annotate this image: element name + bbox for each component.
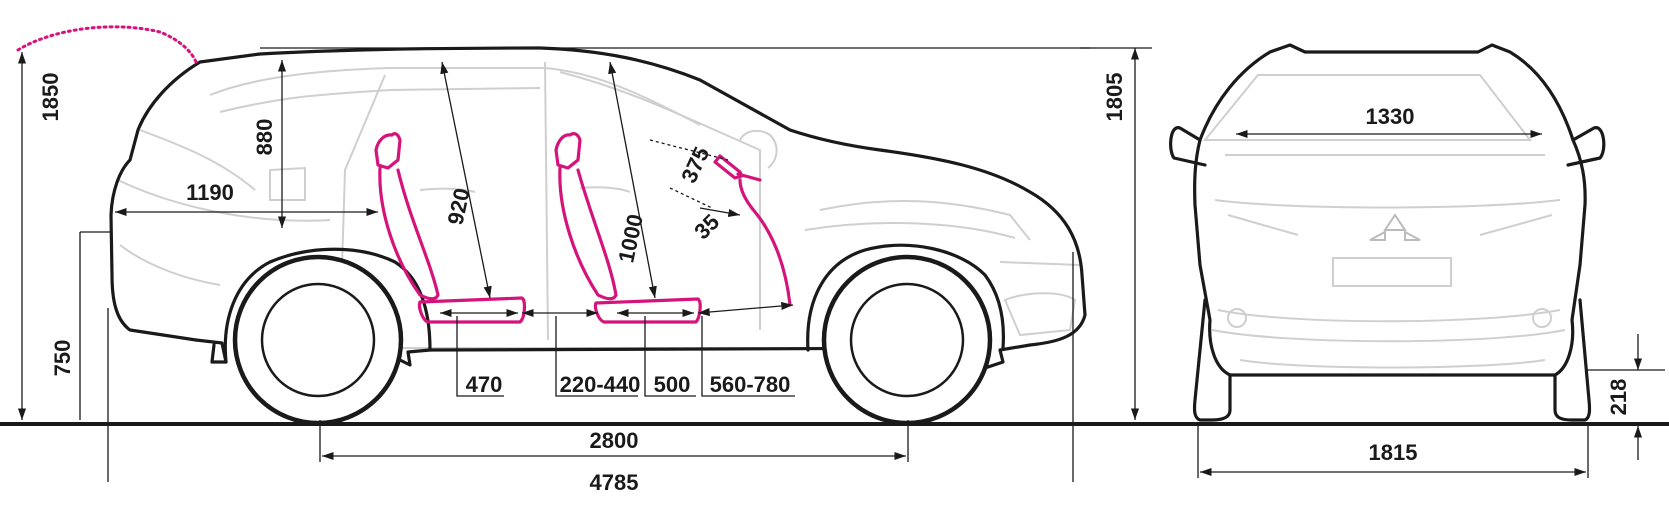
load-height-label: 750	[50, 340, 75, 377]
front-view: 1330 1815 218	[1169, 43, 1665, 478]
wheelbase-label: 2800	[590, 428, 639, 453]
legroom-gap-2-label: 560-780	[710, 372, 791, 397]
dashboard-outline	[739, 129, 778, 169]
right-mirror	[1566, 126, 1606, 167]
rear-width-label: 1330	[1366, 104, 1415, 129]
front-body-outline	[1193, 43, 1587, 377]
front-seat-cushion-label: 500	[654, 372, 691, 397]
rear-seat-height-label: 1000	[613, 212, 648, 265]
ground-clearance-label: 218	[1606, 379, 1631, 416]
front-wheel-tyre	[821, 254, 993, 426]
front-seat-cushion-outline	[593, 297, 702, 324]
rear-head-clearance-label: 880	[252, 119, 277, 156]
front-view-details	[1202, 74, 1566, 369]
steering-wheel-outline	[713, 154, 792, 307]
front-seat-outline	[554, 132, 618, 301]
rear-wheel-rim	[260, 282, 376, 398]
front-seat-height-label: 920	[443, 186, 475, 227]
rear-wheel-tyre	[232, 254, 404, 426]
rear-seat-cushion-outline	[417, 296, 527, 324]
overall-height-roof-label: 1850	[38, 73, 63, 122]
legroom-gap-1-label: 220-440	[560, 372, 641, 397]
left-mirror	[1169, 126, 1207, 167]
front-wheel-arch	[806, 243, 1006, 352]
rear-overhang-label: 1190	[186, 180, 234, 205]
overall-length-label: 4785	[590, 470, 639, 495]
track-width-label: 1815	[1369, 440, 1418, 465]
rear-seat-cushion-label: 470	[466, 372, 503, 397]
side-view: 1850 880 1190 920 1000 375 35 1805 470 2…	[16, 25, 1152, 495]
tailgate-swing-arc	[16, 25, 198, 64]
front-wheel-rim	[849, 282, 965, 398]
steering-wheel-label: 375	[676, 143, 714, 187]
steering-angle-label: 35	[689, 209, 724, 244]
side-body-outline	[109, 46, 1087, 370]
rear-seat-outline	[374, 132, 440, 301]
overall-height-label: 1805	[1102, 73, 1127, 122]
